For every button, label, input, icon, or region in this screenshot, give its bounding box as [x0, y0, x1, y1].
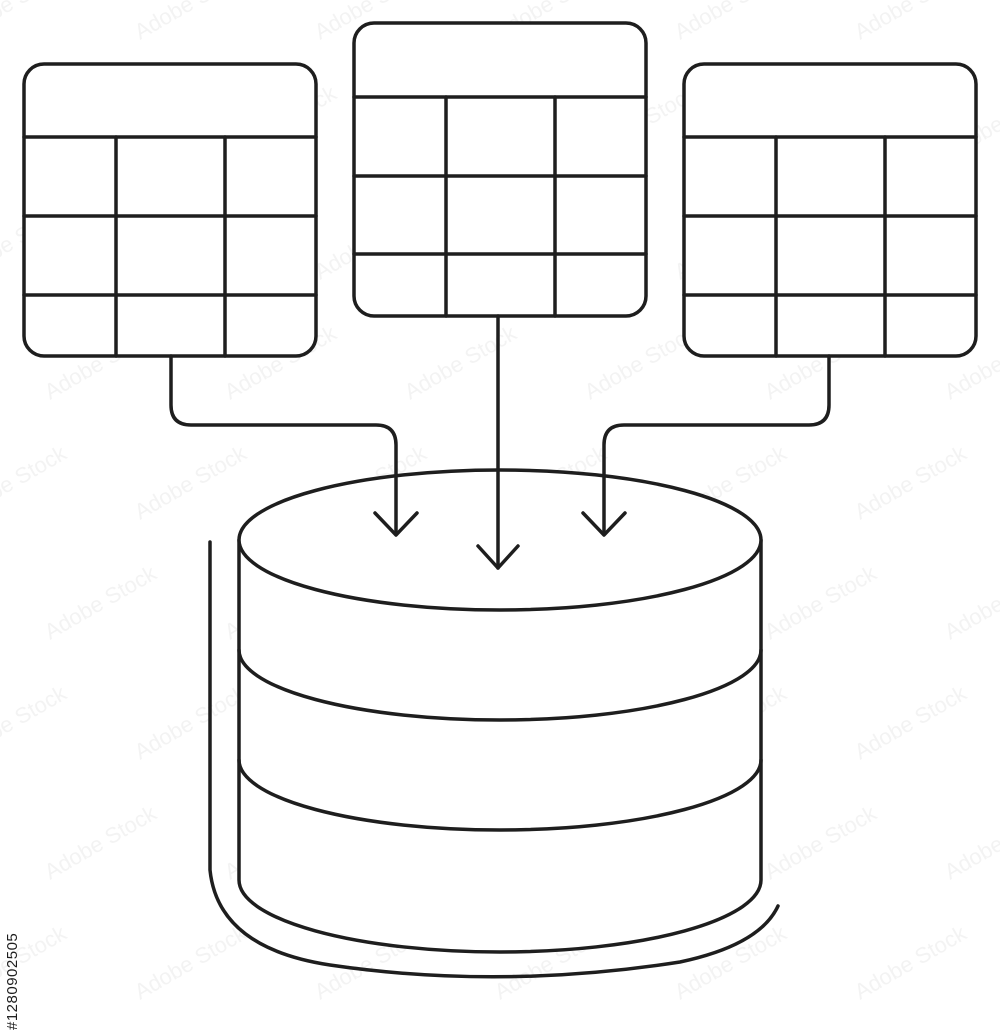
watermark-text: Adobe Stock: [850, 920, 971, 1000]
watermark-text: Adobe Stock: [940, 800, 1000, 885]
connector-right-to-database: [581, 354, 831, 537]
watermark-text: Adobe Stock: [0, 680, 71, 765]
connector-left-to-database: [169, 354, 419, 537]
watermark-text: Adobe Stock: [850, 440, 971, 525]
center-table-frame: [352, 21, 648, 318]
watermark-text: Adobe Stock: [850, 0, 971, 44]
database-top-ellipse: [237, 468, 763, 612]
connector-line: [602, 354, 831, 536]
center-table-icon: [352, 21, 648, 318]
watermark-text: Adobe Stock: [130, 680, 251, 765]
database-body-outline: [237, 538, 763, 954]
arrow-head-icon: [373, 511, 419, 537]
watermark-text: Adobe Stock: [130, 0, 251, 44]
watermark-text: Adobe Stock: [40, 560, 161, 645]
watermark-text: Adobe Stock: [130, 440, 251, 525]
left-table-frame: [22, 62, 318, 358]
stock-id-text: #1280902505: [4, 932, 21, 1030]
right-table-icon: [682, 62, 978, 358]
left-table-icon: [22, 62, 318, 358]
database-shadow-curve: [208, 540, 780, 979]
arrow-head-icon: [476, 544, 520, 570]
watermark-text: Adobe Stock: [130, 920, 251, 1000]
watermark-text: Adobe Stock: [0, 440, 71, 525]
connector-center-to-database: [476, 314, 520, 570]
watermark-text: Adobe Stock: [760, 560, 881, 645]
database-tier-divider: [237, 648, 763, 722]
watermark-text: Adobe Stock: [760, 800, 881, 885]
watermark-text: Adobe Stock: [940, 560, 1000, 645]
database-cylinder-icon: [208, 468, 780, 979]
connector-line: [169, 354, 398, 536]
watermark-text: Adobe Stock: [0, 0, 71, 44]
database-tier-divider: [237, 758, 763, 832]
arrow-head-icon: [581, 511, 627, 537]
right-table-frame: [682, 62, 978, 358]
watermark-text: Adobe Stock: [400, 320, 521, 405]
watermark-text: Adobe Stock: [850, 680, 971, 765]
watermark-text: Adobe Stock: [670, 0, 791, 44]
watermark-text: Adobe Stock: [40, 800, 161, 885]
